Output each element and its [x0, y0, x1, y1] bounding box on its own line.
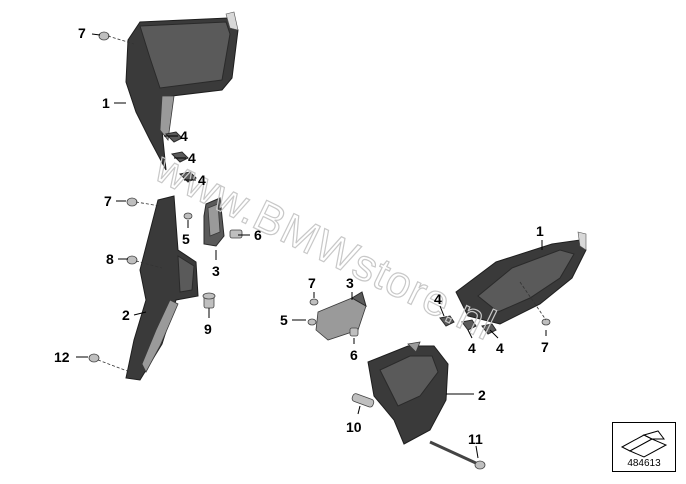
- callout-4: 4: [188, 150, 196, 166]
- holder-part-3-left[interactable]: [203, 197, 225, 247]
- cover-part-2-right[interactable]: [367, 341, 449, 445]
- callout-5: 5: [182, 231, 190, 247]
- bracket-part-2-left[interactable]: [125, 195, 199, 381]
- callout-7: 7: [104, 193, 112, 209]
- callout-6: 6: [350, 347, 358, 363]
- clip-4-right-1[interactable]: [439, 315, 455, 327]
- callout-1: 1: [102, 95, 110, 111]
- catalog-number: 484613: [627, 458, 661, 469]
- callout-4: 4: [180, 128, 188, 144]
- callout-3: 3: [212, 263, 220, 279]
- clip-4-upper-1[interactable]: [164, 131, 183, 143]
- bolt-11[interactable]: [429, 440, 486, 470]
- clip-4-upper-2[interactable]: [170, 151, 189, 163]
- callout-11: 11: [468, 431, 483, 447]
- callout-4: 4: [468, 340, 476, 356]
- arrow-icon: [620, 430, 668, 458]
- callout-4: 4: [496, 340, 504, 356]
- nut-5-middle[interactable]: [307, 318, 317, 326]
- clip-4-right-3[interactable]: [481, 323, 497, 335]
- callout-7: 7: [78, 25, 86, 41]
- callout-5: 5: [280, 312, 288, 328]
- cover-part-1-right[interactable]: [455, 231, 587, 325]
- callout-6: 6: [254, 227, 262, 243]
- screw-12[interactable]: [88, 353, 131, 373]
- spacer-9[interactable]: [202, 292, 216, 309]
- nut-5-left[interactable]: [183, 212, 193, 220]
- callout-7: 7: [308, 275, 316, 291]
- leader-lines: [76, 33, 547, 459]
- callout-4: 4: [434, 291, 442, 307]
- screw-7-right[interactable]: [519, 281, 551, 326]
- cover-part-1-left[interactable]: [125, 11, 239, 171]
- callout-9: 9: [204, 321, 212, 337]
- callout-12: 12: [54, 349, 70, 365]
- callout-4: 4: [198, 172, 206, 188]
- callout-7: 7: [541, 339, 549, 355]
- callout-8: 8: [106, 251, 114, 267]
- callout-2: 2: [478, 387, 486, 403]
- holder-part-3-middle[interactable]: [315, 291, 367, 341]
- clip-4-right-2[interactable]: [461, 319, 477, 331]
- screw-7-middle[interactable]: [126, 197, 161, 207]
- catalog-reference-box: 484613: [612, 422, 676, 472]
- nut-6-middle[interactable]: [349, 327, 359, 337]
- callout-10: 10: [346, 419, 362, 435]
- screw-7-top[interactable]: [98, 31, 135, 45]
- callout-3: 3: [346, 275, 354, 291]
- nut-6-left[interactable]: [229, 229, 243, 239]
- callout-2: 2: [122, 307, 130, 323]
- bolt-10[interactable]: [351, 393, 375, 408]
- callout-1: 1: [536, 223, 544, 239]
- screw-8[interactable]: [126, 255, 163, 269]
- screw-7-middle-plate[interactable]: [309, 298, 319, 306]
- callouts: 7 1 4 4 4 7 5 6 3 8 2 9 12 7 3 5 6 1 4 4…: [54, 25, 549, 447]
